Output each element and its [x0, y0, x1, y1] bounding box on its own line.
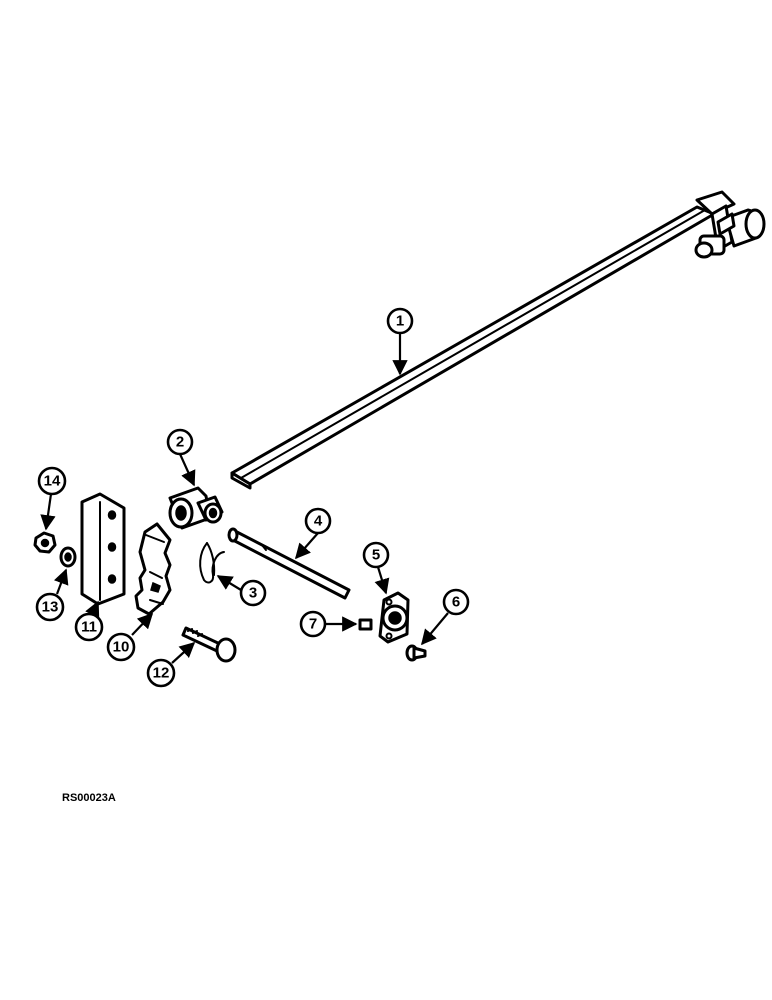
callout-14: 14: [37, 466, 67, 496]
callout-5: 5: [362, 541, 390, 569]
part-13-washer: [59, 546, 77, 568]
callout-label: 12: [153, 665, 170, 682]
part-10-clamp-block: [134, 522, 172, 616]
callout-label: 7: [309, 616, 317, 633]
part-7-key: [358, 618, 373, 631]
callout-12: 12: [146, 658, 176, 688]
callout-label: 11: [81, 619, 97, 636]
callout-2: 2: [166, 428, 194, 456]
callout-label: 3: [249, 585, 257, 602]
callout-label: 4: [314, 513, 323, 530]
callout-6: 6: [442, 588, 470, 616]
callout-3: 3: [239, 579, 267, 607]
callout-label: 6: [452, 594, 460, 611]
part-1-shaft: [230, 190, 766, 490]
callout-label: 10: [113, 639, 130, 656]
callout-11: 11: [74, 612, 104, 642]
part-11-angle-bracket: [80, 492, 126, 606]
leader-lines: [40, 333, 449, 664]
callout-13: 13: [35, 592, 65, 622]
callout-7: 7: [299, 610, 327, 638]
part-6-bolt: [405, 644, 427, 662]
callout-label: 14: [44, 473, 61, 490]
callout-label: 1: [396, 313, 404, 330]
callout-label: 13: [42, 599, 59, 616]
callout-10: 10: [106, 632, 136, 662]
callout-label: 5: [372, 547, 380, 564]
part-5-flange-bearing: [378, 591, 410, 644]
reference-code: RS00023A: [62, 792, 116, 804]
part-12-carriage-bolt: [181, 626, 237, 663]
callout-4: 4: [304, 507, 332, 535]
part-2-tee-fitting: [168, 486, 224, 530]
part-3-hairpin-clip: [199, 542, 225, 584]
part-14-hex-nut: [33, 531, 57, 554]
callout-1: 1: [386, 307, 414, 335]
callout-label: 2: [176, 434, 184, 451]
part-4-rod: [227, 527, 351, 600]
